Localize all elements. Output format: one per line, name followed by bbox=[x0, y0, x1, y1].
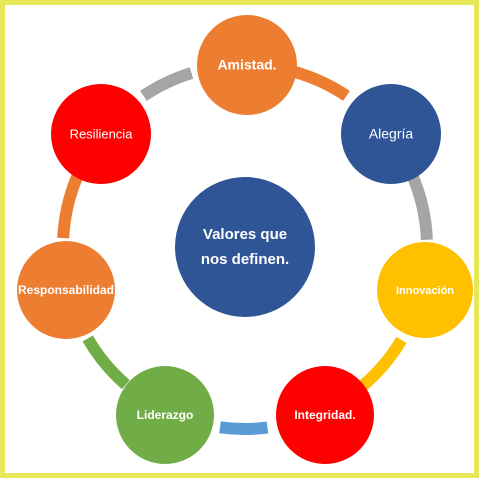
node-circle-amistad bbox=[197, 15, 297, 115]
node-circle-resiliencia bbox=[51, 84, 151, 184]
node-label-innovacion: Innovación bbox=[396, 285, 454, 297]
connector-liderazgo-responsabilidad bbox=[82, 335, 130, 390]
connector-integridad-liderazgo bbox=[219, 421, 269, 435]
center-node: Valores que nos definen. bbox=[175, 177, 315, 317]
node-circle-liderazgo bbox=[116, 366, 214, 464]
connector-alegria-innovacion bbox=[406, 173, 433, 241]
center-label-line-2: nos definen. bbox=[201, 251, 289, 268]
center-circle bbox=[175, 177, 315, 317]
connector-resiliencia-amistad bbox=[140, 67, 194, 101]
node-integridad: Integridad. bbox=[276, 366, 374, 464]
node-alegria: Alegría bbox=[341, 84, 441, 184]
values-cycle-diagram: Valores que nos definen. Amistad. Alegrí… bbox=[17, 15, 473, 464]
node-circle-integridad bbox=[276, 366, 374, 464]
center-label-line-1: Valores que bbox=[203, 226, 287, 243]
node-label-resiliencia: Resiliencia bbox=[70, 126, 134, 141]
node-circle-responsabilidad bbox=[17, 241, 115, 339]
node-label-integridad: Integridad. bbox=[294, 408, 355, 422]
connector-amistad-alegria bbox=[293, 66, 350, 101]
node-label-alegria: Alegría bbox=[369, 126, 414, 142]
connector-responsabilidad-resiliencia bbox=[57, 173, 84, 239]
connector-arcs bbox=[57, 66, 433, 435]
node-innovacion: Innovación bbox=[377, 242, 473, 338]
node-circle-innovacion bbox=[377, 242, 473, 338]
node-responsabilidad: Responsabilidad bbox=[17, 241, 115, 339]
node-circle-alegria bbox=[341, 84, 441, 184]
node-label-liderazgo: Liderazgo bbox=[137, 408, 194, 422]
node-label-responsabilidad: Responsabilidad bbox=[18, 283, 114, 297]
node-label-amistad: Amistad. bbox=[217, 57, 276, 73]
connector-innovacion-integridad bbox=[358, 336, 407, 391]
node-liderazgo: Liderazgo bbox=[116, 366, 214, 464]
node-resiliencia: Resiliencia bbox=[51, 84, 151, 184]
node-amistad: Amistad. bbox=[197, 15, 297, 115]
